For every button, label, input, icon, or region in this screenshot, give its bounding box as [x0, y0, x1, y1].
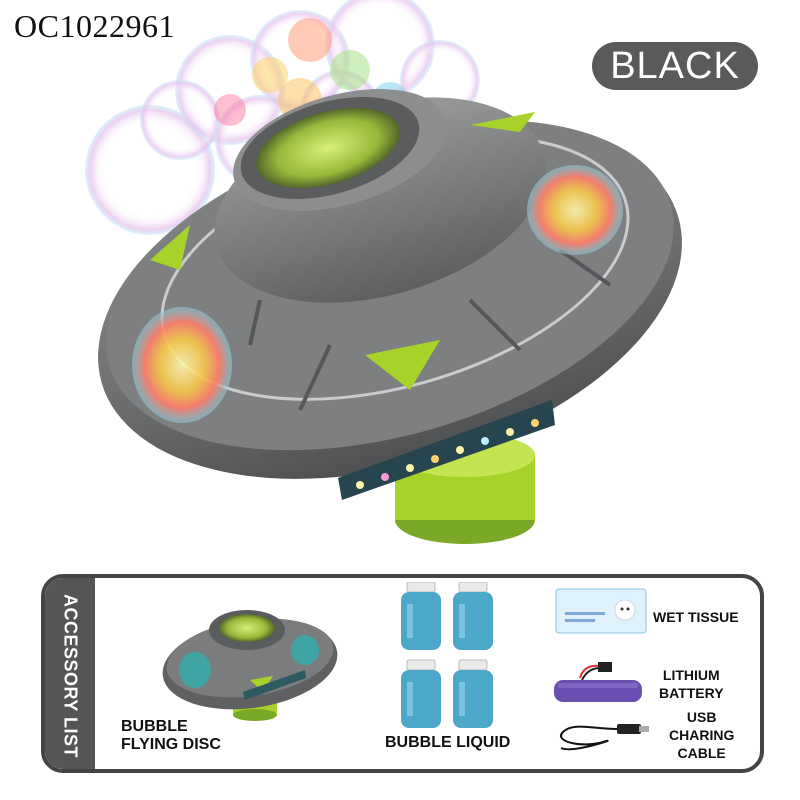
led-strip [338, 400, 555, 500]
bubble-liquid-label: BUBBLE LIQUID [385, 734, 511, 751]
accessory-list-title: ACCESSORY LIST [60, 593, 81, 759]
wet-tissue-label: WET TISSUE [653, 609, 739, 625]
led-light [132, 165, 623, 423]
battery-label: LITHIUM BATTERY [659, 667, 724, 701]
battery-icon [554, 662, 642, 702]
flying-disc-label: BUBBLE FLYING DISC [121, 718, 221, 753]
bottle-icon [401, 582, 493, 728]
usb-cable-label: USB CHARING CABLE [669, 709, 735, 761]
mini-disc-icon [162, 610, 338, 721]
accessory-list-panel: ACCESSORY LIST BUBBLE FLYING DISC [41, 574, 764, 773]
accessory-list-sidebar: ACCESSORY LIST [45, 578, 95, 769]
usb-cable-icon [560, 724, 649, 751]
product-code: OC1022961 [14, 8, 175, 44]
color-badge: BLACK [592, 42, 758, 90]
ufo-bubble-disc-illustration [85, 0, 682, 544]
tissue-pack-icon [555, 588, 647, 634]
